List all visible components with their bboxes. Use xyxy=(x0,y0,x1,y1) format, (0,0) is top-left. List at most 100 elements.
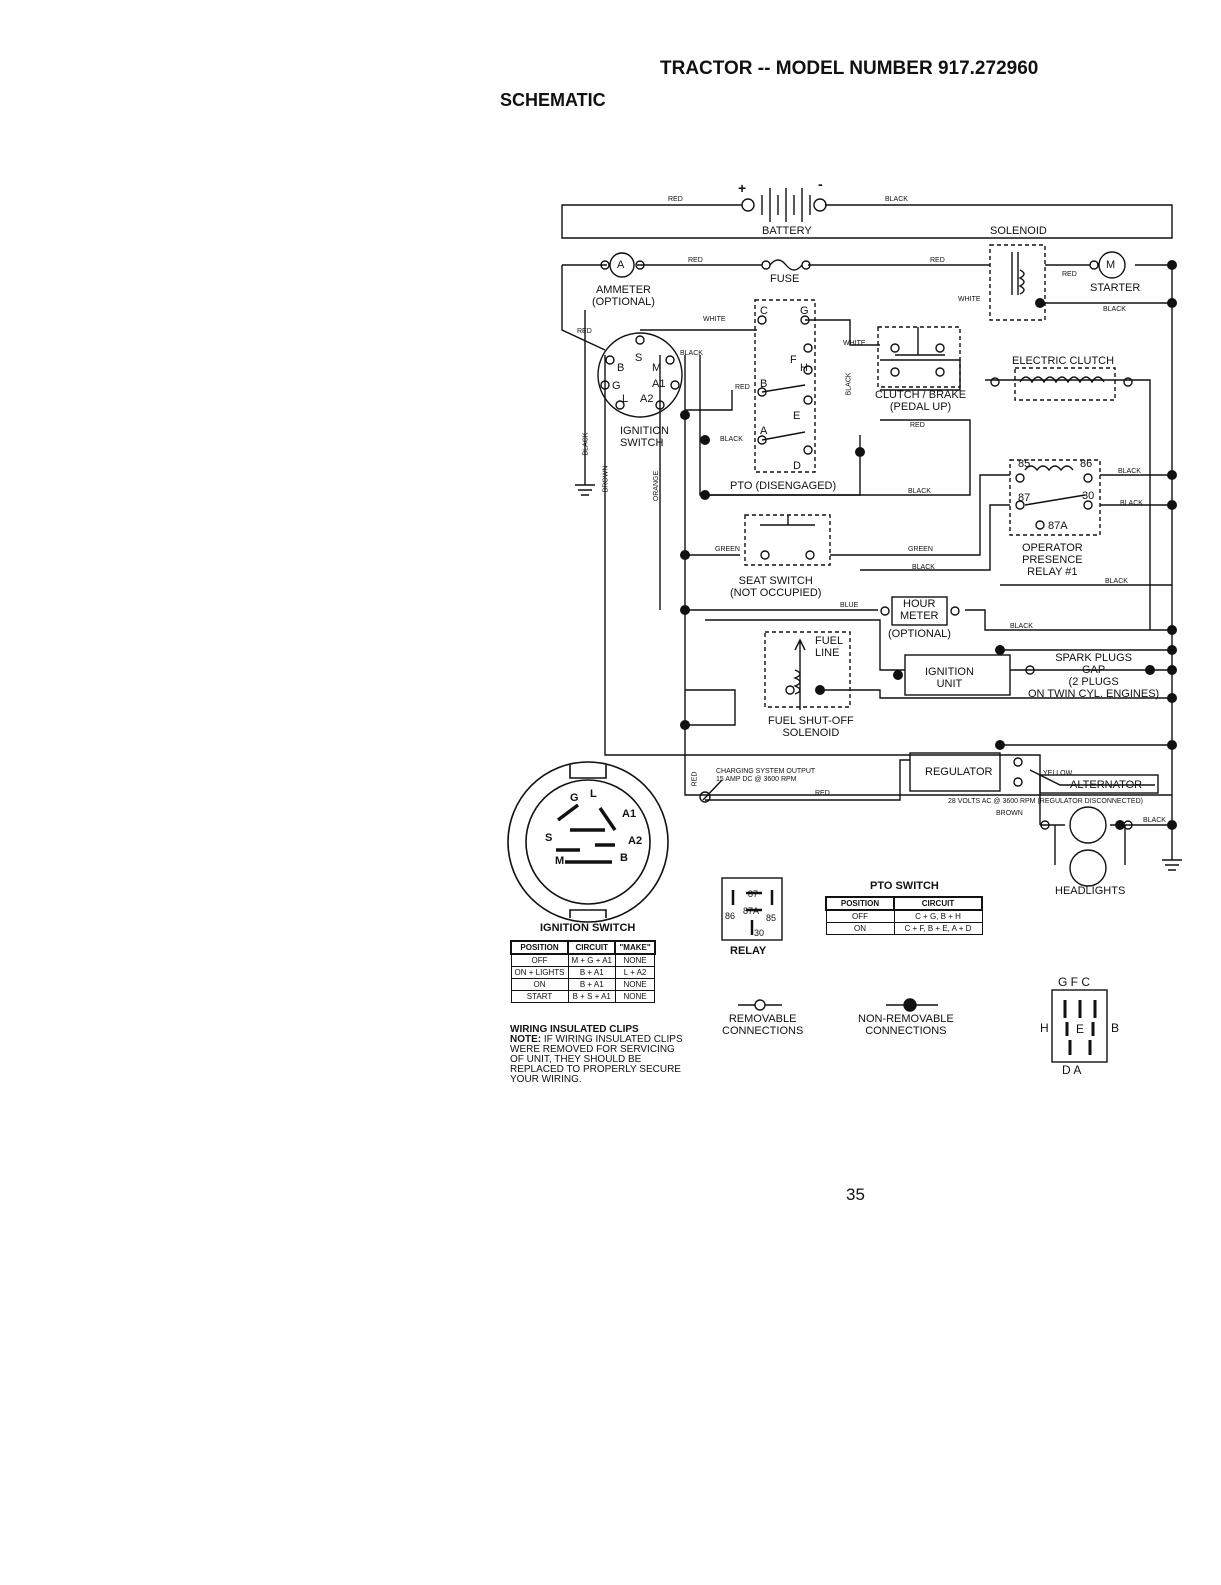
wire-label: BROWN xyxy=(996,810,1023,817)
wire-label: BLACK xyxy=(908,488,931,495)
ammeter-symbol: A xyxy=(617,259,625,271)
table-cell: C + G, B + H xyxy=(893,909,983,923)
pto-terminal: D xyxy=(793,460,801,472)
pto-terminal: F xyxy=(790,354,797,366)
table-row: ON C + F, B + E, A + D xyxy=(825,922,983,935)
charging-note: CHARGING SYSTEM OUTPUT 15 AMP DC @ 3600 … xyxy=(716,768,816,783)
table-header: POSITION xyxy=(825,896,895,911)
wire-label: BLACK xyxy=(912,564,935,571)
ground-left xyxy=(575,310,595,496)
connector-top-label: G F C xyxy=(1058,975,1090,989)
wire-regulator xyxy=(705,744,1172,801)
wire-label: BLACK xyxy=(1120,500,1143,507)
wire-label: RED xyxy=(577,328,592,335)
table-row: START B + S + A1 NONE xyxy=(510,990,656,1003)
connector-center-label: E xyxy=(1076,1022,1085,1036)
wire-label: WHITE xyxy=(958,296,981,303)
wire-label: BLUE xyxy=(840,602,859,609)
wire-label: BLACK xyxy=(680,350,703,357)
wire-headlights xyxy=(1040,824,1172,865)
ignition-table: POSITION CIRCUIT "MAKE" OFF M + G + A1 N… xyxy=(509,940,656,1003)
wire-label: WHITE xyxy=(703,316,726,323)
ignition-switch-body xyxy=(597,332,683,418)
wire-electric-clutch xyxy=(985,379,1151,630)
connector-left-label: H xyxy=(1040,1021,1049,1035)
table-cell: NONE xyxy=(614,978,656,991)
table-header: CIRCUIT xyxy=(893,896,983,911)
wire-label: ORANGE xyxy=(653,470,661,502)
alternator-box xyxy=(1039,774,1159,794)
headlights-label: HEADLIGHTS xyxy=(1055,885,1126,897)
solenoid-label: SOLENOID xyxy=(990,225,1047,237)
wire-label: BLACK xyxy=(1118,468,1141,475)
table-header: POSITION xyxy=(509,940,570,955)
pto-switch-box xyxy=(754,299,816,473)
ign-terminal: G xyxy=(612,380,621,392)
connector-symbol xyxy=(1051,989,1108,1063)
table-cell: B + A1 xyxy=(567,966,616,979)
alternator-note: 28 VOLTS AC @ 3600 RPM (REGULATOR DISCON… xyxy=(948,798,1143,805)
page-number: 35 xyxy=(846,1185,865,1204)
table-cell: OFF xyxy=(825,909,895,923)
table-cell: NONE xyxy=(614,953,656,967)
wire-label: RED xyxy=(691,771,699,787)
connector-bottom-label: D A xyxy=(1062,1063,1082,1077)
ign-terminal: L xyxy=(622,393,629,405)
regulator-label: REGULATOR xyxy=(925,766,993,778)
relay-terminal: 86 xyxy=(1080,458,1093,470)
ign-face-label: S xyxy=(545,832,553,844)
wire-label: BLACK xyxy=(720,436,743,443)
table-cell: ON xyxy=(825,922,895,935)
relay-pin-label: 87A xyxy=(743,906,760,916)
wire-relay-box xyxy=(1009,459,1101,536)
note-heading: WIRING INSULATED CLIPS xyxy=(510,1024,639,1035)
wire-label: BLACK xyxy=(1143,817,1166,824)
electric-clutch-box xyxy=(1014,367,1116,401)
legend-nonremovable: NON-REMOVABLE CONNECTIONS xyxy=(858,1013,954,1037)
pto-table-caption: PTO SWITCH xyxy=(870,880,939,892)
relay-terminal: 30 xyxy=(1082,490,1095,502)
wire-pto-disengaged xyxy=(705,419,971,496)
table-cell: ON xyxy=(510,978,569,991)
table-cell: M + G + A1 xyxy=(567,953,616,967)
ign-face-label: A1 xyxy=(622,808,637,820)
wire-label: RED xyxy=(930,257,945,264)
pto-terminal: A xyxy=(760,425,768,437)
relay-pin-label: 85 xyxy=(766,913,777,923)
starter-label: STARTER xyxy=(1090,282,1141,294)
wire-label: RED xyxy=(668,196,683,203)
table-row: ON B + A1 NONE xyxy=(510,978,656,991)
relay-caption: RELAY xyxy=(730,945,767,957)
note-label: NOTE: xyxy=(510,1034,542,1045)
relay-terminal: 87A xyxy=(1048,520,1068,532)
relay-pin-label: 86 xyxy=(725,911,736,921)
spark-plugs-label: SPARK PLUGS GAP (2 PLUGS ON TWIN CYL. EN… xyxy=(1028,652,1160,700)
ignition-table-caption: IGNITION SWITCH xyxy=(540,922,636,934)
wire-label: GREEN xyxy=(908,546,933,553)
wire-pto-red xyxy=(685,390,733,411)
fuel-line-label: FUEL LINE xyxy=(815,635,844,659)
fuse-label: FUSE xyxy=(770,273,800,285)
table-cell: L + A2 xyxy=(614,966,656,979)
battery-minus: - xyxy=(818,176,823,192)
clutch-brake-box xyxy=(877,326,961,388)
wire-relay-right xyxy=(1100,474,1172,506)
wire-label: BROWN xyxy=(602,465,610,493)
pto-label: PTO (DISENGAGED) xyxy=(730,480,837,492)
relay-pin-label: 87 xyxy=(748,889,759,899)
ignition-face xyxy=(507,761,669,923)
wire-label: BLACK xyxy=(582,432,590,456)
ign-face-label: B xyxy=(620,852,628,864)
note-text: IF WIRING INSULATED CLIPS WERE REMOVED F… xyxy=(510,1034,683,1085)
ign-terminal: S xyxy=(635,352,643,364)
starter-symbol: M xyxy=(1106,259,1116,271)
legend-symbols xyxy=(738,998,938,1012)
wire-pto-black xyxy=(699,355,861,496)
ignition-switch-label: IGNITION SWITCH xyxy=(620,425,669,449)
ignition-unit-box xyxy=(904,654,1011,696)
nonremovable-dots xyxy=(680,260,1177,830)
regulator-box xyxy=(909,752,1001,792)
relay-terminal: 87 xyxy=(1018,492,1031,504)
table-cell: NONE xyxy=(614,990,656,1003)
relay-terminal: 85 xyxy=(1018,458,1031,470)
